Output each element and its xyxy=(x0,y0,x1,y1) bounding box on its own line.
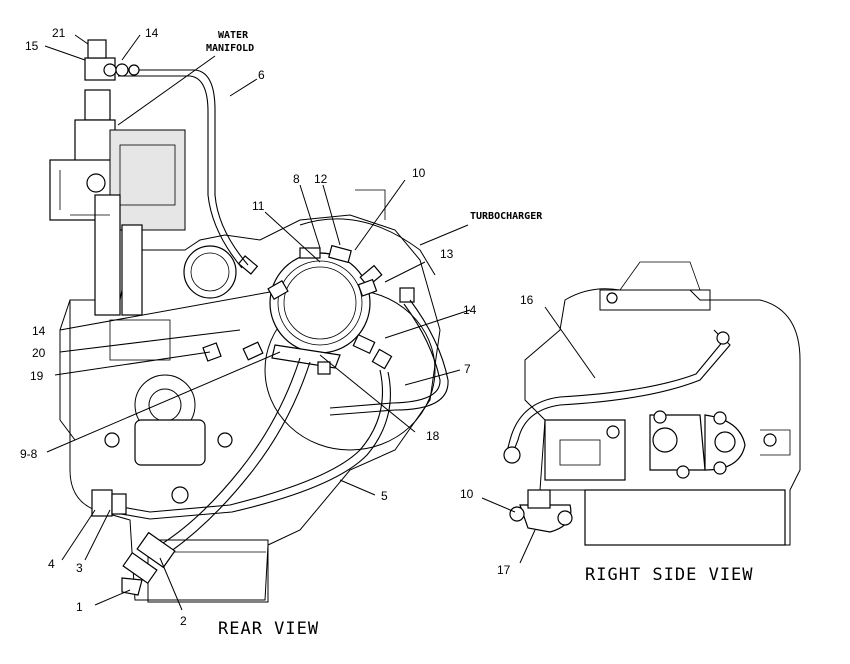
view-titles: REAR VIEW RIGHT SIDE VIEW xyxy=(218,565,754,639)
rear-view-hoses xyxy=(84,39,449,596)
right-side-view-engine xyxy=(503,261,801,546)
rear-view-title: REAR VIEW xyxy=(218,619,319,639)
callout-18: 18 xyxy=(426,429,440,443)
label-water-manifold-line1: WATER xyxy=(218,30,249,41)
callout-13: 13 xyxy=(440,247,454,261)
component-labels: WATER MANIFOLD TURBOCHARGER xyxy=(206,30,543,222)
right-side-view-title: RIGHT SIDE VIEW xyxy=(585,565,754,585)
callout-19: 19 xyxy=(30,369,44,383)
callout-12: 12 xyxy=(314,172,328,186)
label-water-manifold-line2: MANIFOLD xyxy=(206,43,254,54)
callout-14-right: 14 xyxy=(463,303,477,317)
callout-5: 5 xyxy=(381,489,388,503)
callout-20: 20 xyxy=(32,346,46,360)
callout-21: 21 xyxy=(52,26,66,40)
callout-10-right: 10 xyxy=(460,487,474,501)
callout-8: 8 xyxy=(293,172,300,186)
rear-view-engine xyxy=(49,89,441,603)
callout-1: 1 xyxy=(76,600,83,614)
callout-3: 3 xyxy=(76,561,83,575)
callout-14-left: 14 xyxy=(32,324,46,338)
callout-6: 6 xyxy=(258,68,265,82)
callout-4: 4 xyxy=(48,557,55,571)
callout-16: 16 xyxy=(520,293,534,307)
callout-11: 11 xyxy=(252,199,265,213)
callouts: 21 15 14 6 8 12 10 11 13 14 14 20 19 7 1… xyxy=(20,26,534,628)
callout-9-8: 9-8 xyxy=(20,447,38,461)
callout-2: 2 xyxy=(180,614,187,628)
callout-7: 7 xyxy=(464,362,471,376)
callout-10-top: 10 xyxy=(412,166,426,180)
label-turbocharger: TURBOCHARGER xyxy=(470,211,543,222)
callout-14-top: 14 xyxy=(145,26,159,40)
leader-lines xyxy=(44,34,596,611)
callout-17: 17 xyxy=(497,563,511,577)
callout-15: 15 xyxy=(25,39,39,53)
